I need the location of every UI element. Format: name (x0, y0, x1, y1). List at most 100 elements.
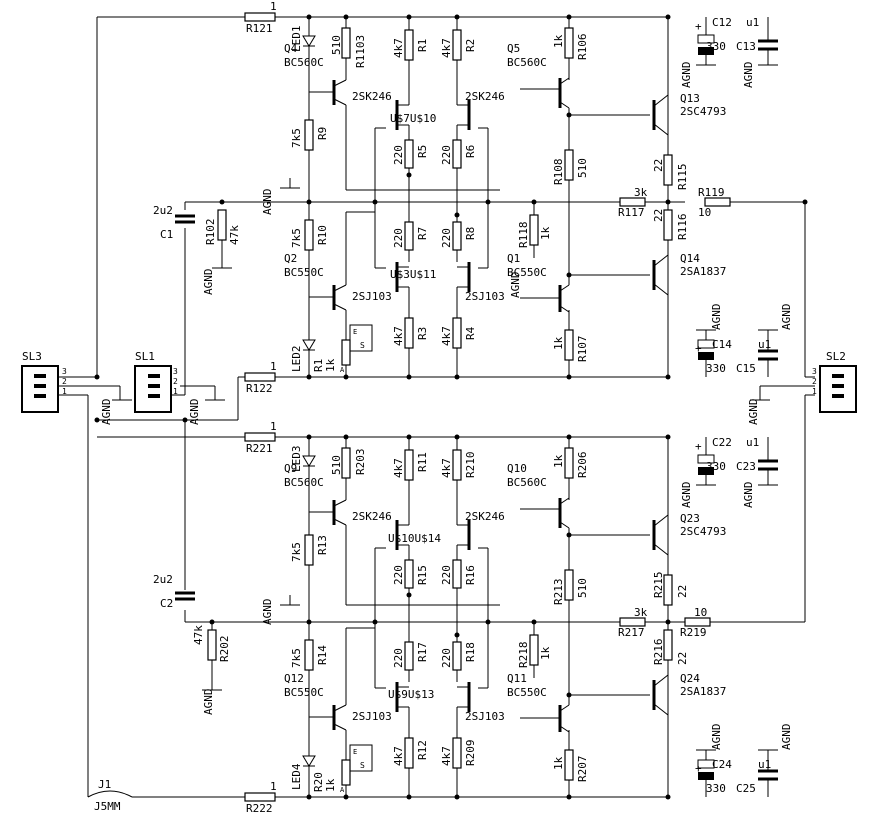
svg-text:Q5: Q5 (507, 42, 520, 55)
svg-text:BC550C: BC550C (507, 266, 547, 279)
svg-text:10: 10 (694, 606, 707, 619)
capacitors (175, 34, 778, 781)
svg-text:BC550C: BC550C (507, 686, 547, 699)
svg-text:+: + (695, 20, 702, 33)
svg-text:R1: R1 (312, 359, 325, 372)
svg-text:R116: R116 (676, 214, 689, 241)
svg-text:J1: J1 (98, 778, 111, 791)
svg-text:R118: R118 (517, 222, 530, 249)
svg-text:220: 220 (440, 228, 453, 248)
svg-text:1: 1 (270, 780, 277, 793)
svg-text:BC560C: BC560C (507, 476, 547, 489)
svg-text:AGND: AGND (188, 399, 201, 426)
svg-text:330: 330 (706, 362, 726, 375)
svg-text:1k: 1k (552, 756, 565, 770)
svg-text:R17: R17 (416, 642, 429, 662)
svg-text:Q13: Q13 (680, 92, 700, 105)
svg-text:U$3U$11: U$3U$11 (390, 268, 436, 281)
svg-text:A: A (340, 366, 345, 374)
svg-text:R203: R203 (354, 449, 367, 476)
svg-text:AGND: AGND (100, 399, 113, 426)
svg-text:AGND: AGND (261, 189, 274, 216)
svg-text:510: 510 (330, 455, 343, 475)
svg-text:u1: u1 (746, 436, 759, 449)
svg-text:4k7: 4k7 (392, 458, 405, 478)
jumper-j1: J1 J5MM (87, 778, 133, 813)
svg-text:2SJ103: 2SJ103 (352, 710, 392, 723)
svg-text:R7: R7 (416, 227, 429, 240)
svg-text:AGND: AGND (680, 62, 693, 89)
svg-text:U$7U$10: U$7U$10 (390, 112, 436, 125)
svg-text:2SA1837: 2SA1837 (680, 685, 726, 698)
svg-text:R210: R210 (464, 452, 477, 479)
svg-text:C2: C2 (160, 597, 173, 610)
svg-text:1k: 1k (539, 226, 552, 240)
svg-text:Q9: Q9 (284, 462, 297, 475)
svg-text:R4: R4 (464, 326, 477, 340)
svg-text:22: 22 (652, 209, 665, 222)
svg-text:220: 220 (440, 565, 453, 585)
connector-sl2: SL2 3 2 1 (812, 350, 857, 413)
svg-text:AGND: AGND (509, 272, 522, 299)
svg-text:510: 510 (576, 578, 589, 598)
svg-text:1: 1 (270, 420, 277, 433)
svg-text:R117: R117 (618, 206, 645, 219)
svg-text:E: E (353, 328, 357, 336)
connector-sl3: SL3 3 2 1 (21, 350, 67, 413)
svg-text:R221: R221 (246, 442, 273, 455)
svg-text:A: A (340, 786, 345, 794)
svg-text:R219: R219 (680, 626, 707, 639)
svg-text:R2: R2 (464, 39, 477, 52)
svg-text:1k: 1k (552, 454, 565, 468)
svg-text:2u2: 2u2 (153, 204, 173, 217)
svg-text:R216: R216 (652, 639, 665, 666)
svg-text:R16: R16 (464, 565, 477, 585)
svg-text:R213: R213 (552, 579, 565, 606)
svg-text:LED3: LED3 (290, 446, 303, 473)
svg-text:BC550C: BC550C (284, 266, 324, 279)
svg-text:u1: u1 (758, 338, 771, 351)
svg-text:1k: 1k (539, 646, 552, 660)
svg-text:J5MM: J5MM (94, 800, 121, 813)
svg-text:R218: R218 (517, 642, 530, 669)
svg-text:S: S (360, 341, 365, 350)
svg-text:LED2: LED2 (290, 346, 303, 373)
svg-text:R5: R5 (416, 145, 429, 158)
svg-text:220: 220 (392, 565, 405, 585)
svg-text:AGND: AGND (780, 724, 793, 751)
svg-text:u1: u1 (758, 758, 771, 771)
svg-text:BC560C: BC560C (284, 476, 324, 489)
svg-text:C14: C14 (712, 338, 732, 351)
svg-text:C24: C24 (712, 758, 732, 771)
svg-text:R1: R1 (416, 39, 429, 52)
svg-text:SL2: SL2 (826, 350, 846, 363)
svg-text:2SJ103: 2SJ103 (352, 290, 392, 303)
svg-text:R20: R20 (312, 772, 325, 792)
svg-text:47k: 47k (228, 225, 241, 245)
svg-text:7k5: 7k5 (290, 648, 303, 668)
svg-text:1: 1 (173, 387, 178, 396)
svg-text:4k7: 4k7 (440, 458, 453, 478)
svg-text:2SJ103: 2SJ103 (465, 290, 505, 303)
svg-text:2SA1837: 2SA1837 (680, 265, 726, 278)
svg-text:2: 2 (173, 377, 178, 386)
svg-text:AGND: AGND (710, 724, 723, 751)
svg-text:3k: 3k (634, 186, 648, 199)
svg-text:R207: R207 (576, 756, 589, 783)
svg-text:1k: 1k (324, 358, 337, 372)
svg-text:C22: C22 (712, 436, 732, 449)
svg-text:R206: R206 (576, 452, 589, 479)
svg-text:Q1: Q1 (507, 252, 520, 265)
svg-text:2: 2 (62, 377, 67, 386)
svg-text:3: 3 (62, 367, 67, 376)
svg-text:1: 1 (270, 0, 277, 13)
svg-text:7k5: 7k5 (290, 542, 303, 562)
svg-text:R10: R10 (316, 225, 329, 245)
svg-text:+: + (695, 440, 702, 453)
labels-top: 1 R121 1 R122 1 R221 1 R222 2u2 C1 2u2 C… (100, 0, 793, 815)
svg-text:BC560C: BC560C (507, 56, 547, 69)
svg-text:7k5: 7k5 (290, 128, 303, 148)
svg-text:R6: R6 (464, 145, 477, 158)
svg-text:R9: R9 (316, 127, 329, 140)
